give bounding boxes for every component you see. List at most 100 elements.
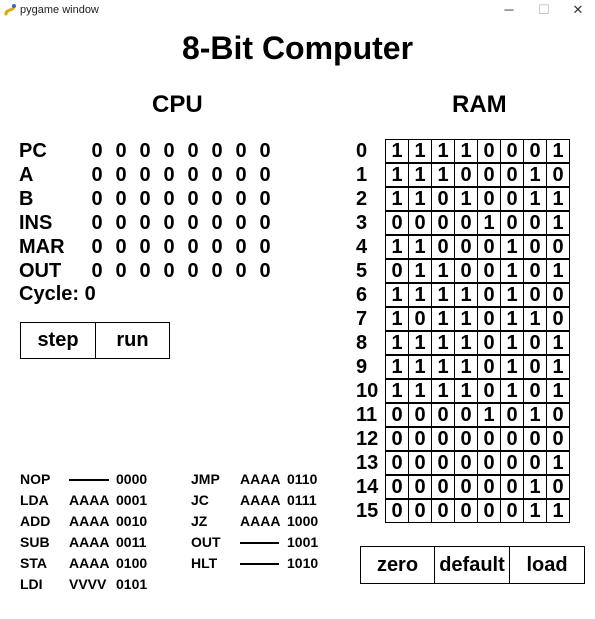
ram-bit-cell[interactable]: 0 [477,163,501,187]
ram-bit-cell[interactable]: 0 [500,211,524,235]
ram-bit-cell[interactable]: 1 [431,331,455,355]
ram-bit-cell[interactable]: 0 [431,211,455,235]
ram-bit-cell[interactable]: 1 [431,163,455,187]
ram-bit-cell[interactable]: 0 [477,259,501,283]
ram-bit-cell[interactable]: 0 [477,427,501,451]
ram-bit-cell[interactable]: 0 [500,139,524,163]
ram-bit-cell[interactable]: 1 [431,355,455,379]
ram-bit-cell[interactable]: 1 [546,259,570,283]
ram-bit-cell[interactable]: 1 [385,307,409,331]
ram-bit-cell[interactable]: 0 [546,163,570,187]
ram-bit-cell[interactable]: 0 [523,379,547,403]
ram-bit-cell[interactable]: 1 [500,283,524,307]
ram-bit-cell[interactable]: 1 [546,187,570,211]
load-button[interactable]: load [509,546,585,584]
ram-bit-cell[interactable]: 1 [454,355,478,379]
ram-bit-cell[interactable]: 1 [408,283,432,307]
ram-bit-cell[interactable]: 1 [385,187,409,211]
ram-bit-cell[interactable]: 1 [385,163,409,187]
ram-bit-cell[interactable]: 1 [408,331,432,355]
ram-bit-cell[interactable]: 1 [546,499,570,523]
ram-bit-cell[interactable]: 0 [385,475,409,499]
ram-bit-cell[interactable]: 1 [500,235,524,259]
ram-bit-cell[interactable]: 1 [523,475,547,499]
ram-bit-cell[interactable]: 1 [454,379,478,403]
ram-bit-cell[interactable]: 1 [408,379,432,403]
ram-bit-cell[interactable]: 0 [408,499,432,523]
ram-bit-cell[interactable]: 0 [454,475,478,499]
ram-bit-cell[interactable]: 1 [523,403,547,427]
ram-bit-cell[interactable]: 0 [546,283,570,307]
ram-bit-cell[interactable]: 1 [523,307,547,331]
maximize-button[interactable]: ☐ [538,2,550,17]
ram-bit-cell[interactable]: 0 [523,211,547,235]
ram-bit-cell[interactable]: 1 [385,139,409,163]
ram-bit-cell[interactable]: 0 [523,235,547,259]
ram-bit-cell[interactable]: 1 [431,259,455,283]
ram-bit-cell[interactable]: 0 [408,307,432,331]
ram-bit-cell[interactable]: 1 [477,403,501,427]
ram-bit-cell[interactable]: 0 [431,235,455,259]
ram-bit-cell[interactable]: 1 [408,355,432,379]
ram-bit-cell[interactable]: 1 [408,139,432,163]
ram-bit-cell[interactable]: 1 [546,211,570,235]
ram-bit-cell[interactable]: 0 [500,163,524,187]
ram-bit-cell[interactable]: 0 [408,427,432,451]
ram-bit-cell[interactable]: 0 [454,451,478,475]
ram-bit-cell[interactable]: 1 [408,235,432,259]
ram-bit-cell[interactable]: 1 [385,331,409,355]
ram-bit-cell[interactable]: 1 [431,379,455,403]
ram-bit-cell[interactable]: 1 [454,331,478,355]
ram-bit-cell[interactable]: 1 [523,187,547,211]
ram-bit-cell[interactable]: 1 [385,379,409,403]
ram-bit-cell[interactable]: 1 [477,211,501,235]
ram-bit-cell[interactable]: 1 [546,331,570,355]
ram-bit-cell[interactable]: 0 [546,475,570,499]
ram-bit-cell[interactable]: 0 [500,499,524,523]
ram-bit-cell[interactable]: 0 [385,427,409,451]
ram-bit-cell[interactable]: 0 [431,475,455,499]
ram-bit-cell[interactable]: 1 [431,283,455,307]
ram-bit-cell[interactable]: 1 [500,355,524,379]
ram-bit-cell[interactable]: 1 [454,283,478,307]
ram-bit-cell[interactable]: 0 [477,451,501,475]
ram-bit-cell[interactable]: 1 [385,283,409,307]
ram-bit-cell[interactable]: 0 [477,139,501,163]
minimize-button[interactable]: ─ [504,2,514,17]
ram-bit-cell[interactable]: 0 [454,259,478,283]
ram-bit-cell[interactable]: 0 [523,259,547,283]
ram-bit-cell[interactable]: 0 [477,187,501,211]
ram-bit-cell[interactable]: 1 [500,379,524,403]
ram-bit-cell[interactable]: 0 [385,451,409,475]
ram-bit-cell[interactable]: 0 [477,475,501,499]
ram-bit-cell[interactable]: 0 [523,139,547,163]
ram-bit-cell[interactable]: 0 [385,499,409,523]
ram-bit-cell[interactable]: 1 [523,163,547,187]
step-button[interactable]: step [20,322,96,359]
ram-bit-cell[interactable]: 1 [408,187,432,211]
ram-bit-cell[interactable]: 0 [523,427,547,451]
ram-bit-cell[interactable]: 0 [454,403,478,427]
ram-bit-cell[interactable]: 0 [477,379,501,403]
ram-bit-cell[interactable]: 1 [431,139,455,163]
ram-bit-cell[interactable]: 1 [408,259,432,283]
close-button[interactable]: ✕ [572,2,584,17]
ram-bit-cell[interactable]: 1 [454,187,478,211]
ram-bit-cell[interactable]: 1 [546,355,570,379]
ram-bit-cell[interactable]: 0 [431,187,455,211]
ram-bit-cell[interactable]: 0 [477,283,501,307]
ram-bit-cell[interactable]: 0 [385,259,409,283]
ram-bit-cell[interactable]: 0 [500,403,524,427]
ram-bit-cell[interactable]: 0 [546,307,570,331]
ram-bit-cell[interactable]: 0 [500,451,524,475]
ram-bit-cell[interactable]: 1 [546,379,570,403]
ram-bit-cell[interactable]: 1 [385,355,409,379]
ram-bit-cell[interactable]: 0 [454,211,478,235]
ram-bit-cell[interactable]: 1 [408,163,432,187]
ram-bit-cell[interactable]: 0 [500,427,524,451]
ram-bit-cell[interactable]: 0 [408,403,432,427]
ram-bit-cell[interactable]: 0 [477,499,501,523]
ram-bit-cell[interactable]: 0 [523,451,547,475]
ram-bit-cell[interactable]: 0 [546,403,570,427]
ram-bit-cell[interactable]: 0 [454,235,478,259]
